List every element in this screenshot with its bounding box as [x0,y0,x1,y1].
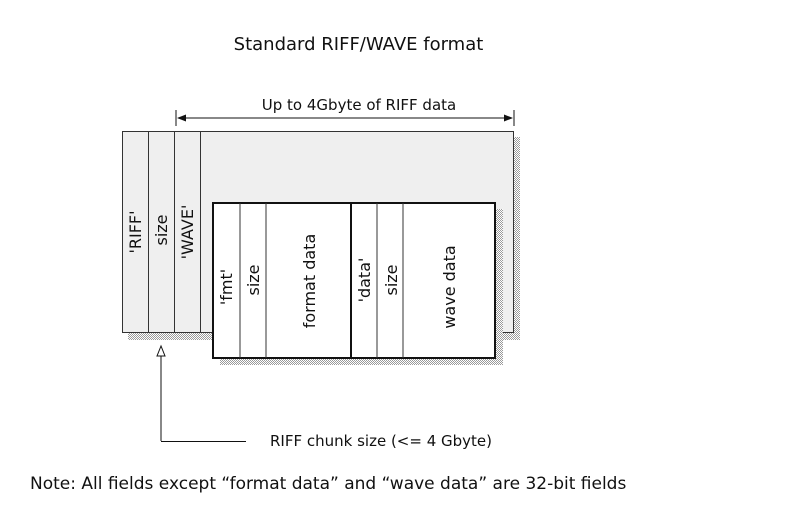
wave-id-label: 'WAVE' [178,205,197,260]
riff-size-label: size [152,214,171,245]
data-size-label: size [382,264,401,295]
fmt-size-label: size [244,264,263,295]
chunk-size-callout [156,344,246,442]
data-chunk [350,202,496,359]
riff-data-span-arrow [175,110,515,126]
riff-id-label: 'RIFF' [126,210,145,253]
wave-id-field [174,131,201,333]
wave-data-label: wave data [440,245,459,328]
diagram-title: Standard RIFF/WAVE format [233,34,484,55]
footnote: Note: All fields except “format data” an… [30,474,627,494]
chunk-size-label: RIFF chunk size (<= 4 Gbyte) [270,432,492,450]
format-data-label: format data [300,234,319,329]
riff-data-span-label: Up to 4Gbyte of RIFF data [261,96,457,114]
data-id-label: 'data' [355,258,374,303]
fmt-id-label: 'fmt' [217,269,236,305]
